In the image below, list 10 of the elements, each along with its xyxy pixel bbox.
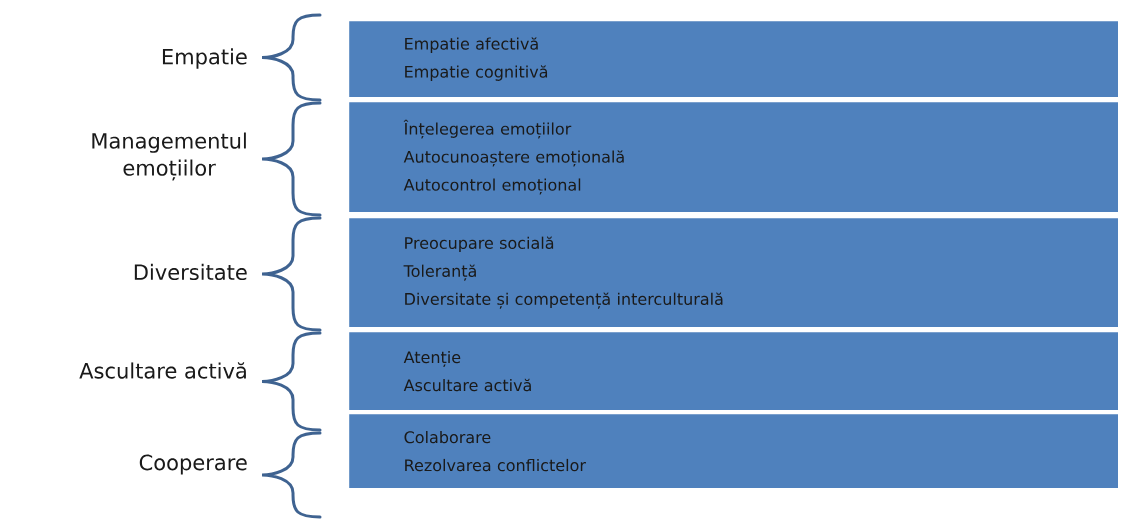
category-label: Cooperare [139, 454, 247, 475]
category-label: Diversitate [134, 263, 247, 281]
category-box: Empatie afectivă Empatie cognitivă [348, 20, 1120, 99]
category-box: Atenție Ascultare activă [348, 331, 1120, 412]
category-label: Ascultare activă [79, 362, 246, 379]
category-label: Empatie [162, 48, 247, 69]
category-label: Managementul emoțiilor [92, 132, 246, 181]
category-box: Preocupare socială Toleranță Diversitate și competență interculturală [348, 217, 1120, 329]
category-box: Înțelegerea emoțiilor Autocunoaștere emoțională Autocontrol emoțional [348, 101, 1120, 214]
category-box: Colaborare Rezolvarea conflictelor [348, 413, 1120, 490]
